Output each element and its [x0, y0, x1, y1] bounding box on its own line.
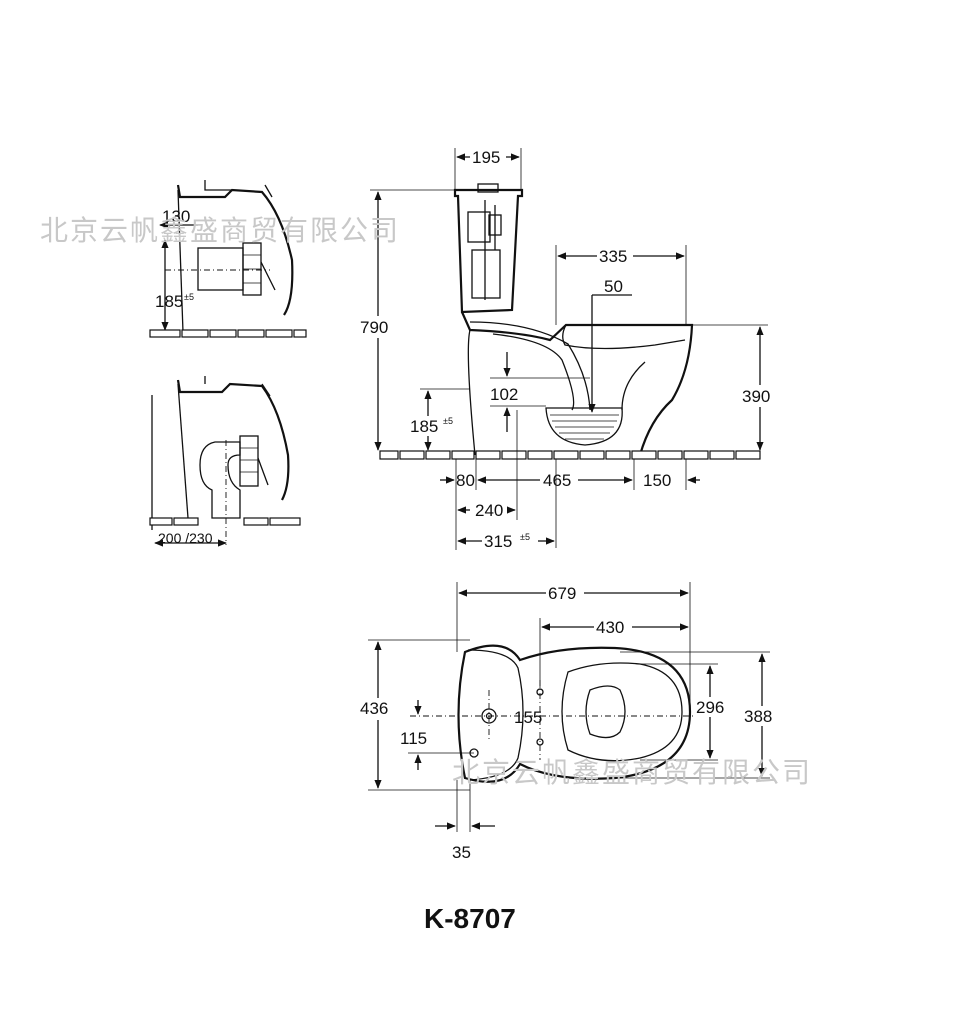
dim-465-label: 465 — [543, 471, 571, 490]
dim-315-tol: ±5 — [520, 532, 530, 542]
dim-185-side-tol: ±5 — [443, 416, 453, 426]
dim-195-label: 195 — [472, 148, 500, 167]
dim-185-label: 185 — [155, 292, 183, 311]
watermark-bottom: 北京云帆鑫盛商贸有限公司 — [452, 756, 812, 789]
dim-335-label: 335 — [599, 247, 627, 266]
dim-102-label: 102 — [490, 385, 518, 404]
top-view: 679 430 436 296 388 155 115 — [358, 582, 780, 862]
dim-150-label: 150 — [643, 471, 671, 490]
small-view-floor-outlet: 200 /230 — [149, 376, 301, 547]
watermark-top: 北京云帆鑫盛商贸有限公司 — [40, 214, 400, 247]
dim-80-label: 80 — [456, 471, 475, 490]
dim-679-label: 679 — [548, 584, 576, 603]
dim-296-label: 296 — [696, 698, 724, 717]
dim-200-230-label: 200 /230 — [158, 530, 213, 546]
dim-240-label: 240 — [475, 501, 503, 520]
dim-388-label: 388 — [744, 707, 772, 726]
dim-130-label: 130 — [162, 207, 190, 226]
dim-790-label: 790 — [360, 318, 388, 337]
dim-155-label: 155 — [514, 708, 542, 727]
dim-390-label: 390 — [742, 387, 770, 406]
dim-115-label: 115 — [400, 729, 427, 748]
dim-315-label: 315 — [484, 532, 512, 551]
dim-436-label: 436 — [360, 699, 388, 718]
dim-35-label: 35 — [452, 843, 471, 862]
dim-185-side-label: 185 — [410, 417, 438, 436]
model-number: K-8707 — [424, 903, 516, 934]
small-view-wall-outlet: 130 185 ±5 — [149, 180, 307, 338]
dim-50-label: 50 — [604, 277, 623, 296]
side-view: 195 335 50 790 102 185 ±5 390 — [360, 147, 778, 551]
dim-185-tol: ±5 — [184, 292, 194, 302]
dim-430-label: 430 — [596, 618, 624, 637]
